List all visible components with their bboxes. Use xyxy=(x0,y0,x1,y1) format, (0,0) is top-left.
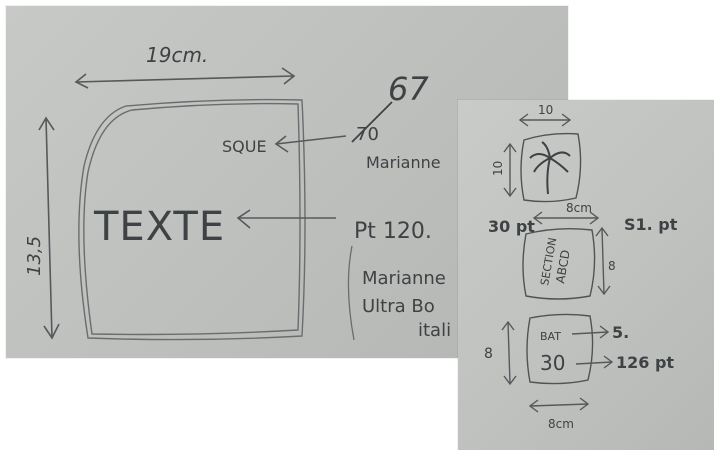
height-dimension-arrow xyxy=(38,116,60,340)
width-label: 19cm. xyxy=(146,43,208,67)
top-height-label: 10 xyxy=(491,161,505,176)
size-new: 67 xyxy=(388,70,429,108)
paper-sheet-right: 10 10 30 pt 8cm S1. pt xyxy=(458,100,714,450)
middle-box-sketch xyxy=(522,227,596,300)
mid-left-label: 30 pt xyxy=(488,217,535,236)
bottom-arrow-label-2: 126 pt xyxy=(616,353,674,372)
mid-height-arrow xyxy=(595,226,611,296)
bottom-width-label: 8cm xyxy=(548,417,574,431)
font-note-bottom-2: Ultra Bo xyxy=(362,296,435,317)
top-width-arrow xyxy=(518,113,572,127)
bottom-arrows xyxy=(571,325,614,369)
height-label: 13,5 xyxy=(24,236,45,276)
bottom-width-arrow xyxy=(528,397,590,413)
bottom-text-1: BAT xyxy=(540,330,561,343)
font-note-bottom-3: itali xyxy=(418,320,451,341)
top-width-label: 10 xyxy=(538,103,553,117)
size-old: 70 xyxy=(356,124,379,145)
mid-text-2: ABCD xyxy=(553,249,573,285)
bottom-box-sketch xyxy=(526,313,594,385)
left-arrow xyxy=(274,135,347,153)
main-text: TEXTE xyxy=(93,204,225,250)
mid-right-label: S1. pt xyxy=(624,215,678,234)
width-dimension-arrow xyxy=(74,67,296,89)
point-size-note: Pt 120. xyxy=(354,219,432,244)
top-box-sketch xyxy=(520,132,582,203)
bottom-height-label: 8 xyxy=(484,346,493,362)
font-note-top: Marianne xyxy=(366,153,441,172)
palm-tree-icon xyxy=(529,141,571,195)
rounded-box-sketch xyxy=(78,98,306,341)
main-text-arrow xyxy=(236,209,336,229)
bottom-height-arrow xyxy=(501,320,517,386)
left-arrow-label: SQUE xyxy=(222,137,267,156)
font-note-bottom-1: Marianne xyxy=(362,268,446,289)
mid-height-label: 8 xyxy=(608,259,616,273)
size-old-strike xyxy=(351,101,393,143)
bottom-arrow-label-1: 5. xyxy=(612,323,629,342)
top-height-arrow xyxy=(503,142,517,198)
mid-width-label: 8cm xyxy=(566,201,592,215)
notes-bracket xyxy=(347,245,355,341)
mid-width-arrow xyxy=(532,211,600,225)
bottom-text-2: 30 xyxy=(540,351,565,375)
